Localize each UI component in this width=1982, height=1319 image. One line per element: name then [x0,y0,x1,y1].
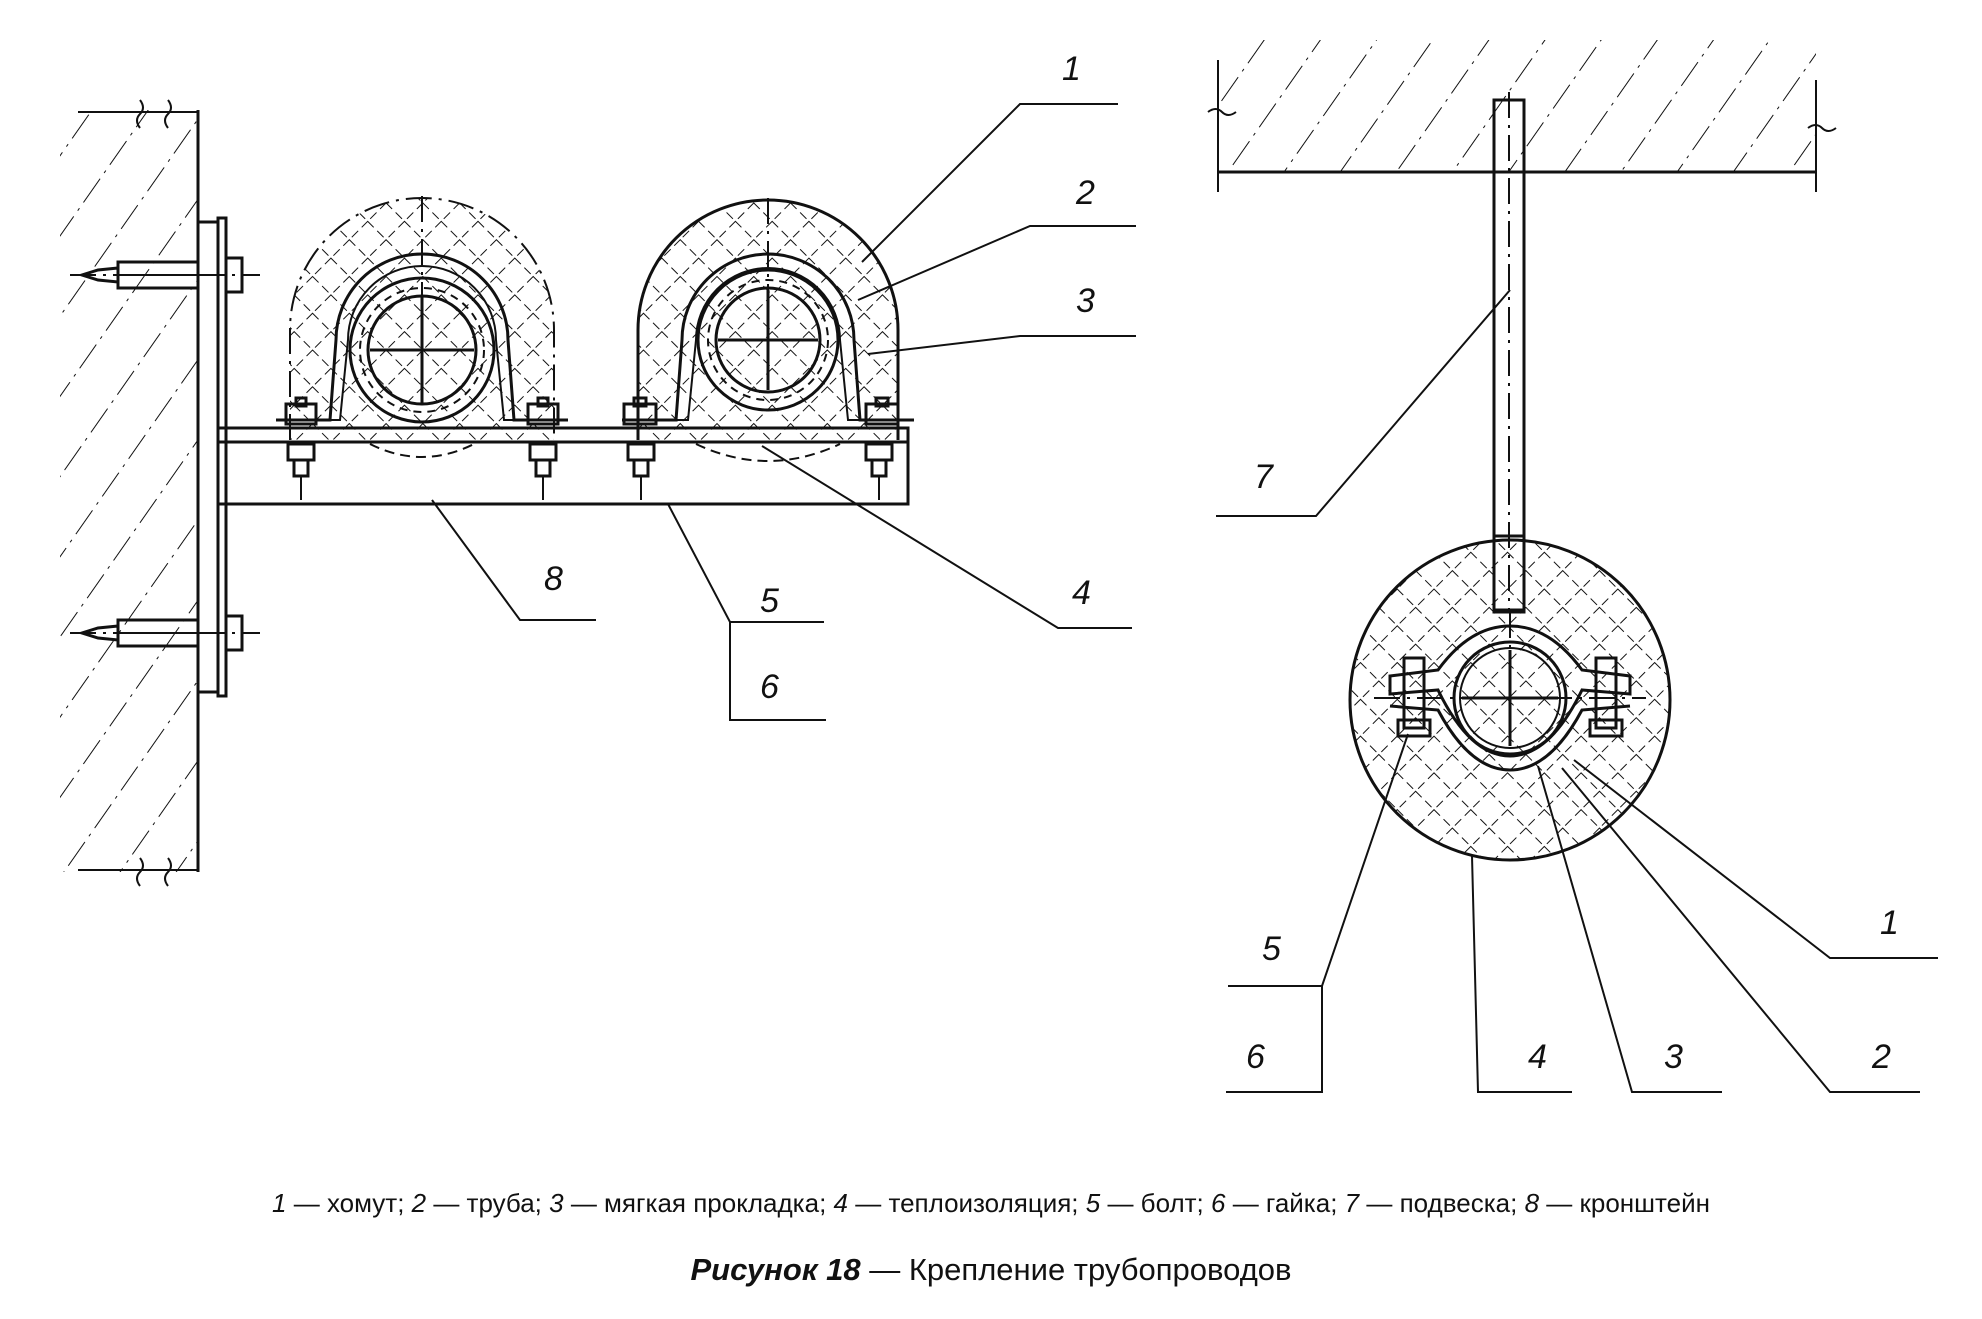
legend-num-2: 2 [411,1188,427,1218]
leader-lines-left [431,103,1136,721]
ceiling-section [1207,40,1837,192]
legend-num-6: 6 [1211,1188,1226,1218]
leader-lines-right [1216,289,1938,1093]
legend-text-8: — кронштейн [1539,1188,1710,1218]
label-right-5: 5 [1262,930,1281,968]
figure-title: — Крепление трубопроводов [860,1252,1292,1287]
label-left-1: 1 [1062,50,1081,88]
label-right-2: 2 [1871,1038,1891,1076]
label-right-4: 4 [1528,1038,1547,1076]
figure-caption: Рисунок 18 — Крепление трубопроводов [0,1252,1982,1288]
legend-text-3: — мягкая прокладка; [563,1188,834,1218]
pipe-assembly-a [276,196,568,500]
label-left-2: 2 [1075,174,1095,212]
labels-left: 1 2 3 4 8 5 6 [544,50,1095,706]
label-left-5: 5 [760,582,779,620]
legend-num-3: 3 [549,1188,564,1218]
wall-section [60,99,200,887]
ceiling-hanger-view: 7 1 5 6 4 3 2 [1207,40,1938,1093]
figure-number: Рисунок 18 [690,1252,861,1287]
legend-text-7: — подвеска; [1359,1188,1525,1218]
label-right-6: 6 [1246,1038,1265,1076]
anchor-bolt-top [70,256,260,294]
anchor-bolt-bottom [70,614,260,652]
legend-text-1: — хомут; [286,1188,412,1218]
insulated-pipe-section [1348,534,1672,862]
legend-text-2: — труба; [426,1188,550,1218]
legend-line: 1 — хомут; 2 — труба; 3 — мягкая проклад… [0,1188,1982,1219]
bracket-beam [216,426,910,506]
label-right-3: 3 [1664,1038,1683,1076]
label-right-1: 1 [1880,904,1899,942]
wall-plate [196,216,228,698]
label-right-7: 7 [1254,458,1274,496]
legend-num-1: 1 [272,1188,287,1218]
legend-text-6: — гайка; [1225,1188,1345,1218]
legend-num-8: 8 [1524,1188,1540,1218]
label-left-6: 6 [760,668,779,706]
legend-num-5: 5 [1085,1188,1101,1218]
label-left-3: 3 [1076,282,1095,320]
labels-right: 7 1 5 6 4 3 2 [1246,458,1899,1076]
label-left-4: 4 [1072,574,1091,612]
wall-bracket-view: 1 2 3 4 8 5 6 [60,50,1136,887]
legend-text-5: — болт; [1100,1188,1211,1218]
legend-num-7: 7 [1344,1188,1360,1218]
legend-text-4: — теплоизоляция; [848,1188,1086,1218]
pipe-assembly-b [622,198,914,500]
legend-num-4: 4 [833,1188,848,1218]
label-left-8: 8 [544,560,563,598]
